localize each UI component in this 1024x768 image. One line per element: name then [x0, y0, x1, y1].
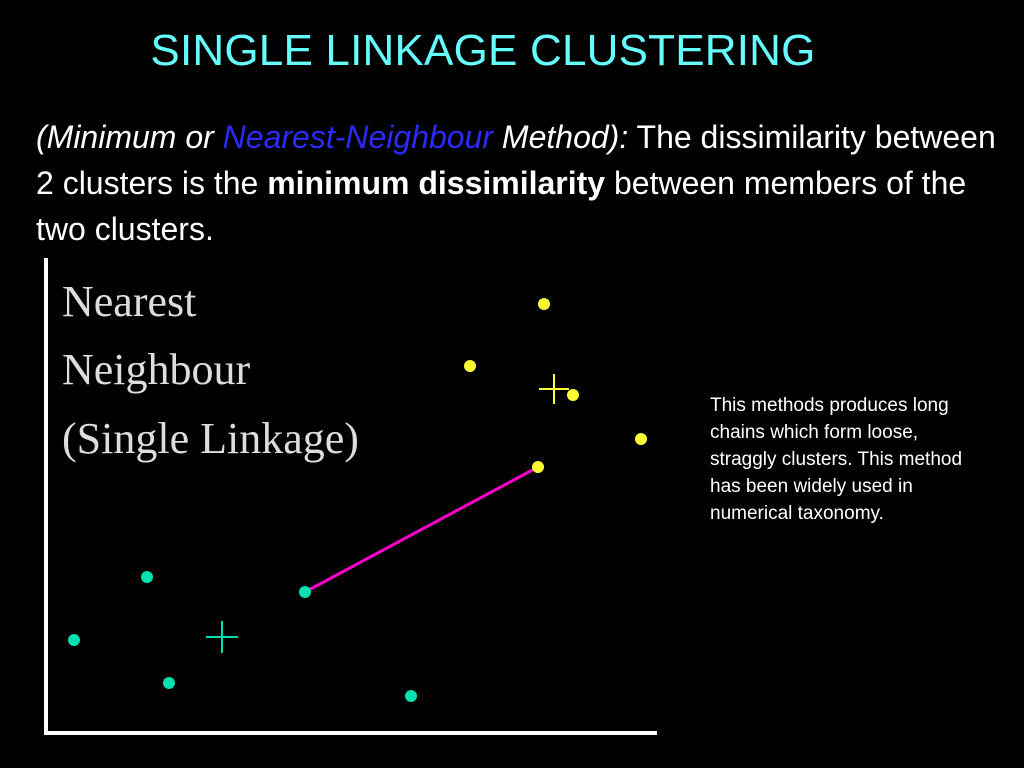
lead-close: Method):: [493, 119, 629, 155]
cyan-point: [299, 586, 311, 598]
yellow-point: [532, 461, 544, 473]
yellow-point: [538, 298, 550, 310]
diagram-label: Nearest Neighbour (Single Linkage): [62, 277, 359, 463]
yellow-point: [464, 360, 476, 372]
cyan-point: [141, 571, 153, 583]
label-line-1: Nearest: [62, 277, 196, 326]
yellow-centroid-icon: [539, 374, 569, 404]
lead-paragraph: (Minimum or Nearest-Neighbour Method): T…: [36, 114, 996, 252]
yellow-point: [635, 433, 647, 445]
cyan-centroid-icon: [206, 621, 238, 653]
cyan-cluster: [68, 571, 417, 702]
lead-text-2: between members of the two clusters.: [36, 165, 967, 247]
yellow-cluster: [464, 298, 647, 473]
label-line-2: Neighbour: [62, 345, 251, 394]
lead-bold: minimum dissimilarity: [267, 165, 606, 201]
yellow-point: [567, 389, 579, 401]
side-note: This methods produces long chains which …: [710, 395, 963, 524]
axes: [44, 258, 657, 735]
label-line-3: (Single Linkage): [62, 414, 359, 463]
slide-title: SINGLE LINKAGE CLUSTERING: [150, 26, 816, 75]
cyan-point: [405, 690, 417, 702]
lead-highlight: Nearest-Neighbour: [222, 119, 494, 155]
cyan-point: [163, 677, 175, 689]
cluster-diagram: Nearest Neighbour (Single Linkage): [44, 258, 657, 735]
lead-text-1: The dissimilarity between 2 clusters is …: [36, 119, 996, 201]
cyan-point: [68, 634, 80, 646]
lead-open: (Minimum or: [36, 119, 223, 155]
nearest-neighbour-link: [304, 465, 539, 594]
